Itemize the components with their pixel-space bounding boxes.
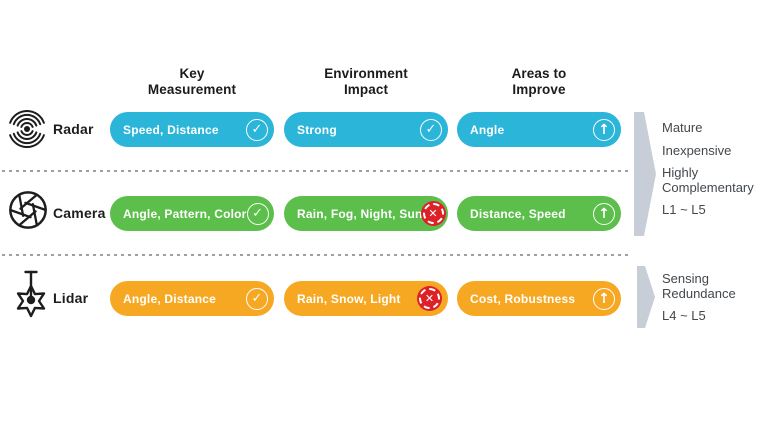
bracket-radar-camera	[634, 112, 656, 236]
row-label-lidar: Lidar	[53, 290, 89, 306]
annotation-line: Sensing Redundance	[662, 271, 736, 301]
check-circle-icon	[246, 118, 268, 141]
camera-aperture-icon	[7, 189, 49, 231]
up-arrow-circle-icon	[593, 118, 615, 141]
check-circle-icon	[246, 287, 268, 310]
pill-label: Distance, Speed	[470, 206, 566, 221]
row-label-radar: Radar	[53, 121, 94, 137]
pill-radar-areas-to-improve: Angle	[457, 112, 621, 147]
pill-lidar-key-measurement: Angle, Distance	[110, 281, 274, 316]
row-camera: Camera Angle, Pattern, Color Rain, Fog, …	[0, 191, 768, 231]
column-header-areas-to-improve: Areas to Improve	[511, 66, 567, 97]
pill-camera-areas-to-improve: Distance, Speed	[457, 196, 621, 231]
row-radar: Radar Speed, Distance Strong Angle	[0, 110, 768, 148]
pill-label: Speed, Distance	[123, 122, 219, 137]
check-circle-icon	[246, 202, 269, 225]
pill-lidar-environment-impact: Rain, Snow, Light	[284, 281, 448, 316]
annotation-line: L1 ~ L5	[662, 202, 706, 218]
column-header-key-measurement: Key Measurement	[147, 66, 237, 97]
pill-lidar-areas-to-improve: Cost, Robustness	[457, 281, 621, 316]
pill-label: Angle, Pattern, Color	[123, 206, 247, 221]
annotation-line: Inexpensive	[662, 142, 732, 158]
pill-radar-key-measurement: Speed, Distance	[110, 112, 274, 147]
pill-label: Rain, Fog, Night, Sun	[297, 206, 423, 221]
pill-camera-environment-impact: Rain, Fog, Night, Sun	[284, 196, 448, 231]
annotation-line: L4 ~ L5	[662, 308, 706, 324]
lidar-icon	[9, 267, 53, 321]
row-separator	[2, 170, 632, 172]
annotation-radar-camera: Mature Inexpensive Highly Complementary …	[662, 120, 768, 226]
up-arrow-circle-icon	[593, 202, 615, 225]
cross-badge-icon	[419, 288, 440, 309]
annotation-line: Highly Complementary	[662, 165, 754, 195]
radar-icon	[5, 107, 49, 151]
pill-label: Cost, Robustness	[470, 291, 576, 306]
annotation-lidar: Sensing Redundance L4 ~ L5	[662, 271, 766, 332]
row-lidar: Lidar Angle, Distance Rain, Snow, Light …	[0, 270, 768, 318]
pill-label: Rain, Snow, Light	[297, 291, 401, 306]
pill-camera-key-measurement: Angle, Pattern, Color	[110, 196, 274, 231]
check-circle-icon	[420, 118, 442, 141]
row-separator	[2, 254, 632, 256]
cross-badge-icon	[422, 203, 444, 224]
pill-radar-environment-impact: Strong	[284, 112, 448, 147]
pill-label: Angle	[470, 122, 505, 137]
pill-label: Strong	[297, 122, 337, 137]
bracket-lidar	[637, 266, 655, 328]
row-label-camera: Camera	[53, 205, 106, 221]
up-arrow-circle-icon	[593, 287, 615, 310]
annotation-line: Mature	[662, 120, 703, 135]
column-header-environment-impact: Environment Impact	[324, 66, 408, 97]
pill-label: Angle, Distance	[123, 291, 217, 306]
